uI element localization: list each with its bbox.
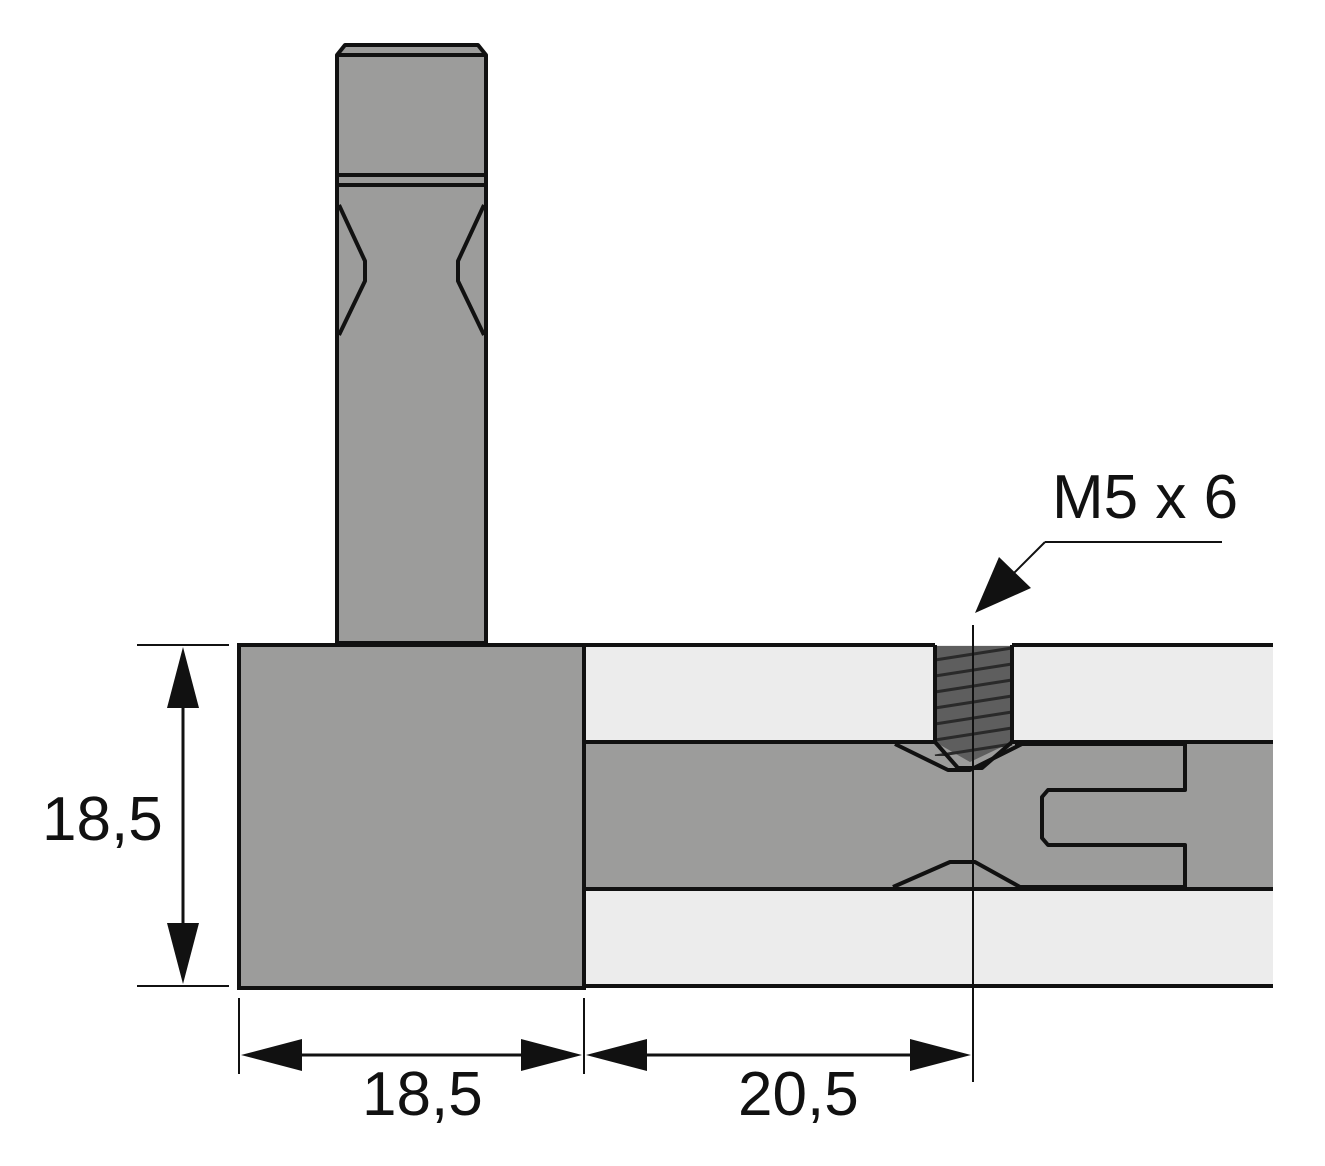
height-label: 18,5 [42,785,163,854]
thread-label: M5 x 6 [1052,463,1238,532]
pin [335,43,488,645]
connector-lower-notch [892,860,1021,889]
arrow-left-icon [586,1039,647,1071]
dimension-width: 18,5 [238,998,585,1129]
profile-bottom-band [585,889,1273,986]
connector-fork [1015,742,1187,889]
arrow-down-icon [167,923,199,984]
pin-right-notch [456,204,486,336]
thread-outline [933,645,1014,770]
slot-connector [585,740,1273,891]
profile-top-band [585,645,1273,742]
offset-label: 20,5 [738,1060,859,1129]
leader-arrow-icon [975,557,1031,613]
slot-core [585,742,1273,889]
pin-body [335,43,488,645]
arrow-left-icon [241,1039,302,1071]
dimension-height: 18,5 [42,644,229,987]
arrow-right-icon [521,1039,582,1071]
thread-callout: M5 x 6 [975,463,1238,613]
profile-section [585,643,1273,988]
pin-left-notch [337,204,367,336]
dimension-offset: 20,5 [586,625,974,1129]
main-block [237,643,586,990]
arrow-up-icon [167,647,199,708]
width-label: 18,5 [362,1060,483,1129]
arrow-right-icon [910,1039,971,1071]
